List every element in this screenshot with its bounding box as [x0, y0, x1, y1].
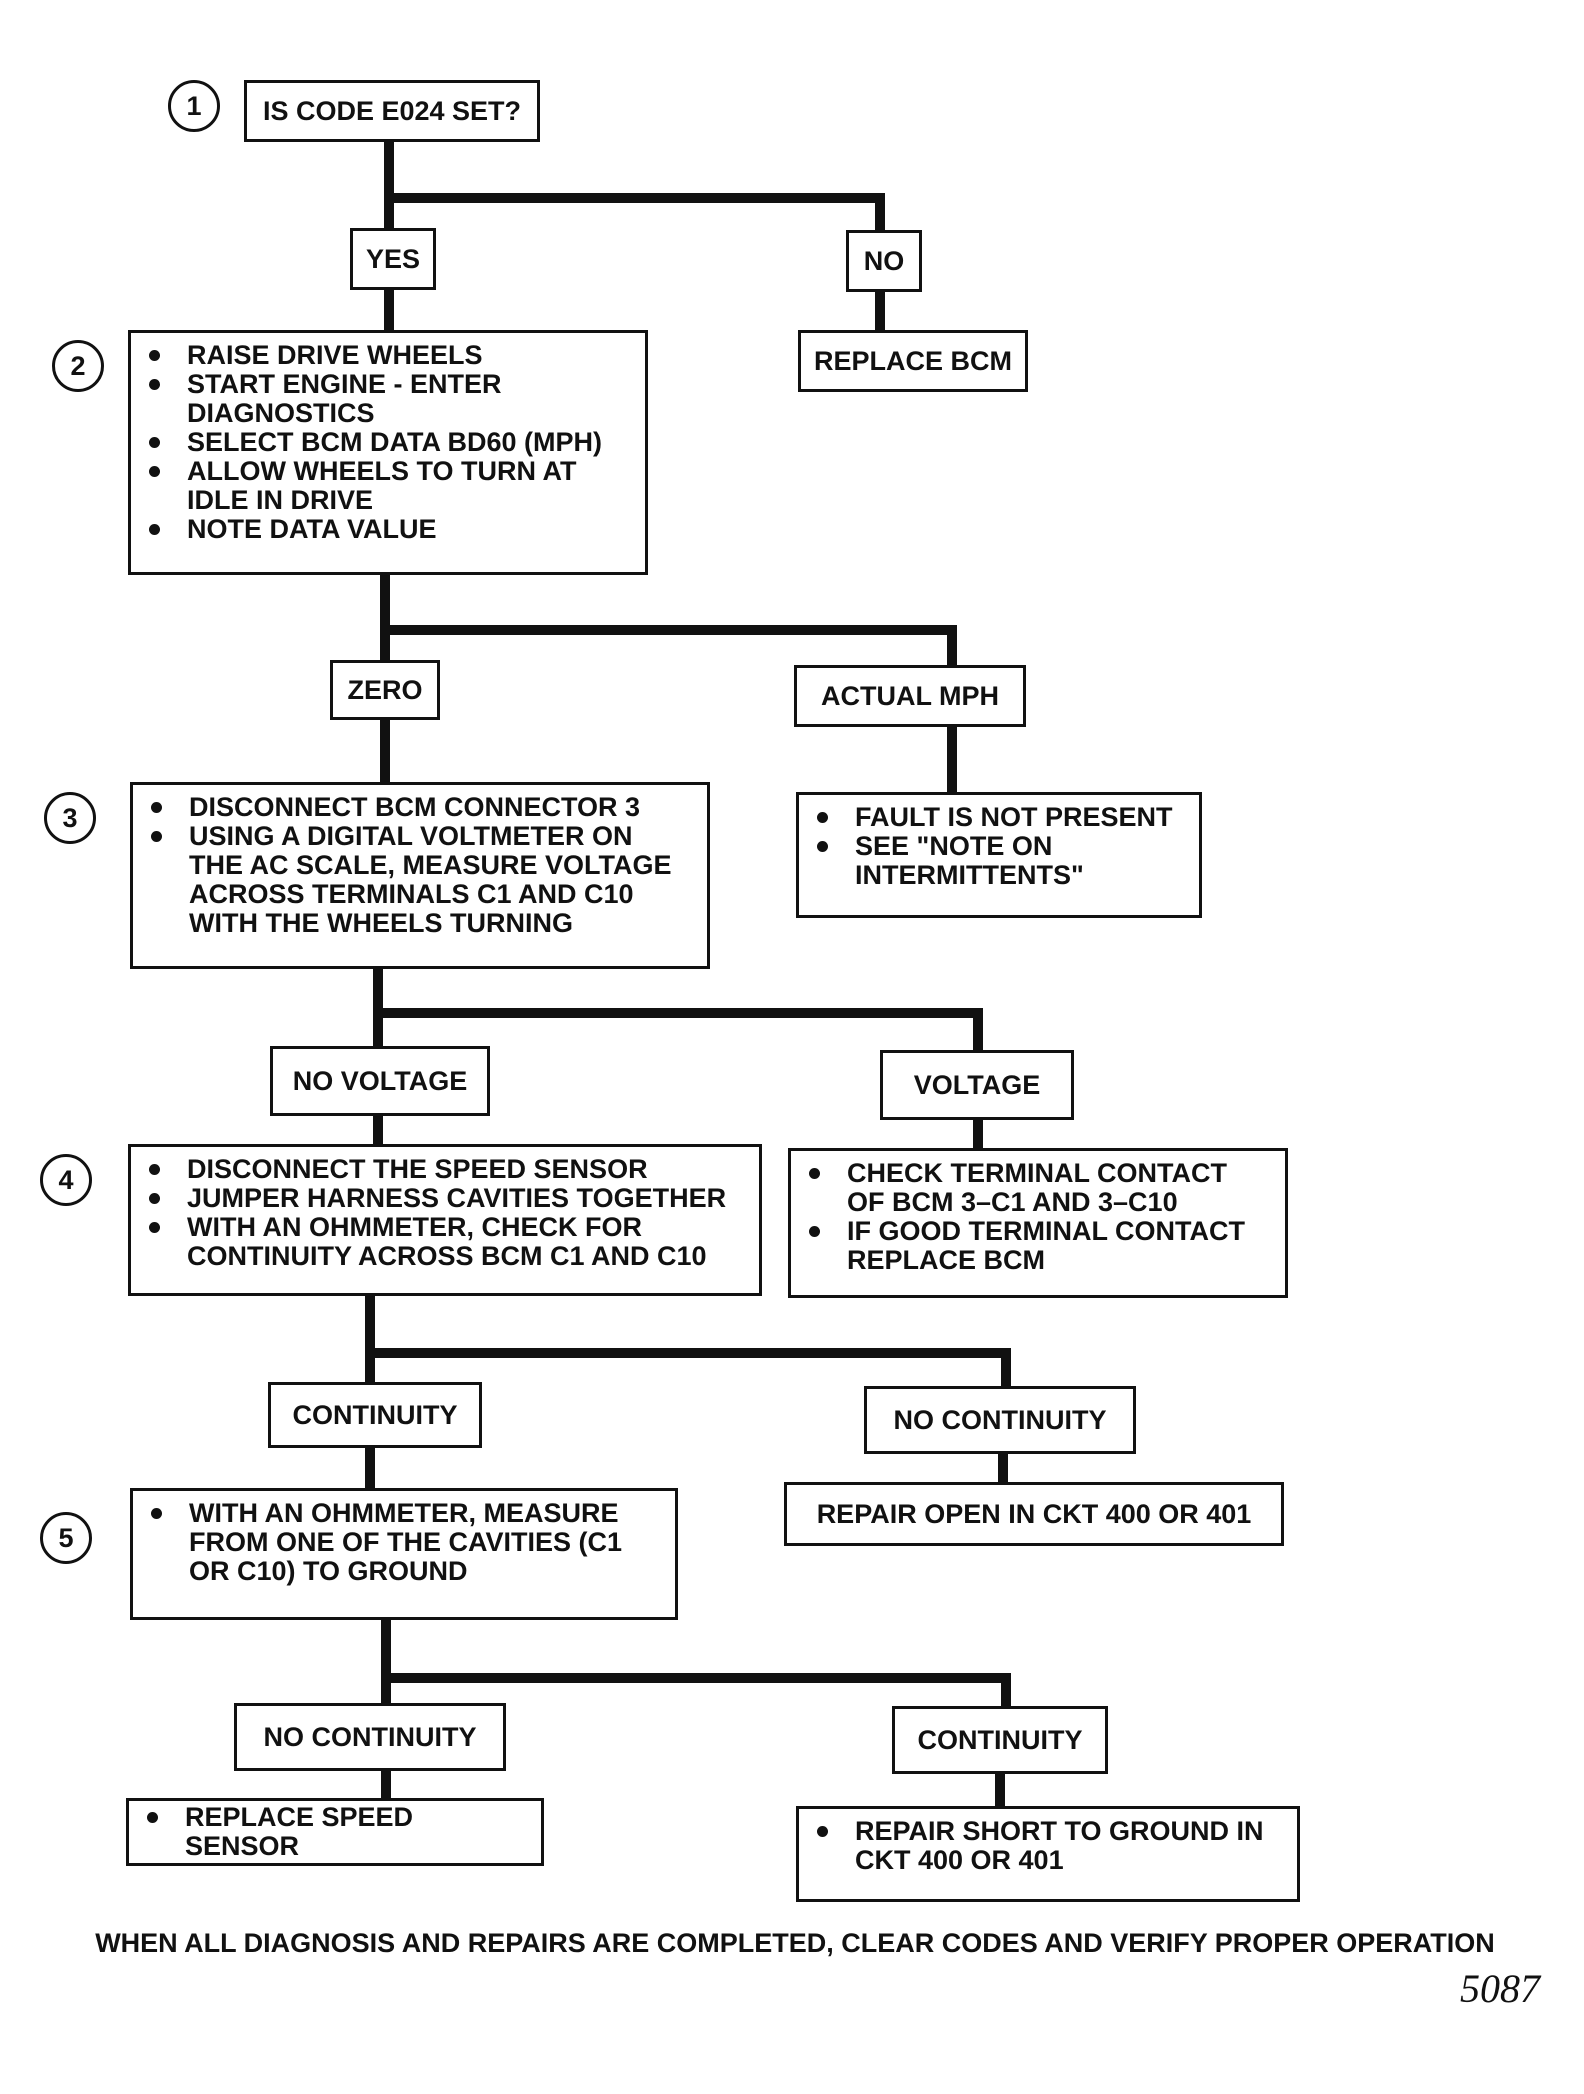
step2-item: START ENGINE - ENTER DIAGNOSTICS	[141, 370, 631, 428]
no-voltage-label: NO VOLTAGE	[270, 1046, 490, 1116]
no-continuity-label: NO CONTINUITY	[864, 1386, 1136, 1454]
question-box: IS CODE E024 SET?	[244, 80, 540, 142]
step5-instructions: WITH AN OHMMETER, MEASURE FROM ONE OF TH…	[130, 1488, 678, 1620]
step-number-5: 5	[40, 1512, 92, 1564]
step4-item: DISCONNECT THE SPEED SENSOR	[141, 1155, 745, 1184]
step2-item: SELECT BCM DATA BD60 (MPH)	[141, 428, 631, 457]
voltage-item: CHECK TERMINAL CONTACT OF BCM 3–C1 AND 3…	[801, 1159, 1271, 1217]
continuity-item: REPAIR SHORT TO GROUND IN CKT 400 OR 401	[809, 1817, 1283, 1875]
figure-number: 5087	[1460, 1966, 1540, 2011]
zero-label: ZERO	[330, 660, 440, 720]
step2-item: ALLOW WHEELS TO TURN AT IDLE IN DRIVE	[141, 457, 631, 515]
actual-mph-label: ACTUAL MPH	[794, 665, 1026, 727]
step4-item: WITH AN OHMMETER, CHECK FOR CONTINUITY A…	[141, 1213, 745, 1271]
step2-item: RAISE DRIVE WHEELS	[141, 341, 631, 370]
repair-open-action: REPAIR OPEN IN CKT 400 OR 401	[784, 1482, 1284, 1546]
step-number-4: 4	[40, 1154, 92, 1206]
no-continuity-label-2: NO CONTINUITY	[234, 1703, 506, 1771]
voltage-label: VOLTAGE	[880, 1050, 1074, 1120]
step-number-1: 1	[168, 80, 220, 132]
fault-not-present-box: FAULT IS NOT PRESENT SEE "NOTE ON INTERM…	[796, 792, 1202, 918]
step5-item: WITH AN OHMMETER, MEASURE FROM ONE OF TH…	[143, 1499, 661, 1586]
no-continuity-item: REPLACE SPEED SENSOR	[139, 1803, 527, 1861]
step-number-2: 2	[52, 340, 104, 392]
continuity-label-2: CONTINUITY	[892, 1706, 1108, 1774]
replace-bcm-action: REPLACE BCM	[798, 330, 1028, 392]
yes-label: YES	[350, 228, 436, 290]
step2-item: NOTE DATA VALUE	[141, 515, 631, 544]
replace-speed-sensor-box: REPLACE SPEED SENSOR	[126, 1798, 544, 1866]
no-label: NO	[846, 230, 922, 292]
step-number-3: 3	[44, 792, 96, 844]
step4-item: JUMPER HARNESS CAVITIES TOGETHER	[141, 1184, 745, 1213]
step3-item: USING A DIGITAL VOLTMETER ON THE AC SCAL…	[143, 822, 693, 938]
actual-mph-item: SEE "NOTE ON INTERMITTENTS"	[809, 832, 1185, 890]
step3-item: DISCONNECT BCM CONNECTOR 3	[143, 793, 693, 822]
voltage-item: IF GOOD TERMINAL CONTACT REPLACE BCM	[801, 1217, 1271, 1275]
step3-instructions: DISCONNECT BCM CONNECTOR 3 USING A DIGIT…	[130, 782, 710, 969]
repair-short-box: REPAIR SHORT TO GROUND IN CKT 400 OR 401	[796, 1806, 1300, 1902]
continuity-label: CONTINUITY	[268, 1382, 482, 1448]
actual-mph-item: FAULT IS NOT PRESENT	[809, 803, 1185, 832]
check-terminal-contact-box: CHECK TERMINAL CONTACT OF BCM 3–C1 AND 3…	[788, 1148, 1288, 1298]
step4-instructions: DISCONNECT THE SPEED SENSOR JUMPER HARNE…	[128, 1144, 762, 1296]
step2-instructions: RAISE DRIVE WHEELS START ENGINE - ENTER …	[128, 330, 648, 575]
footer-note: WHEN ALL DIAGNOSIS AND REPAIRS ARE COMPL…	[95, 1928, 1495, 1958]
